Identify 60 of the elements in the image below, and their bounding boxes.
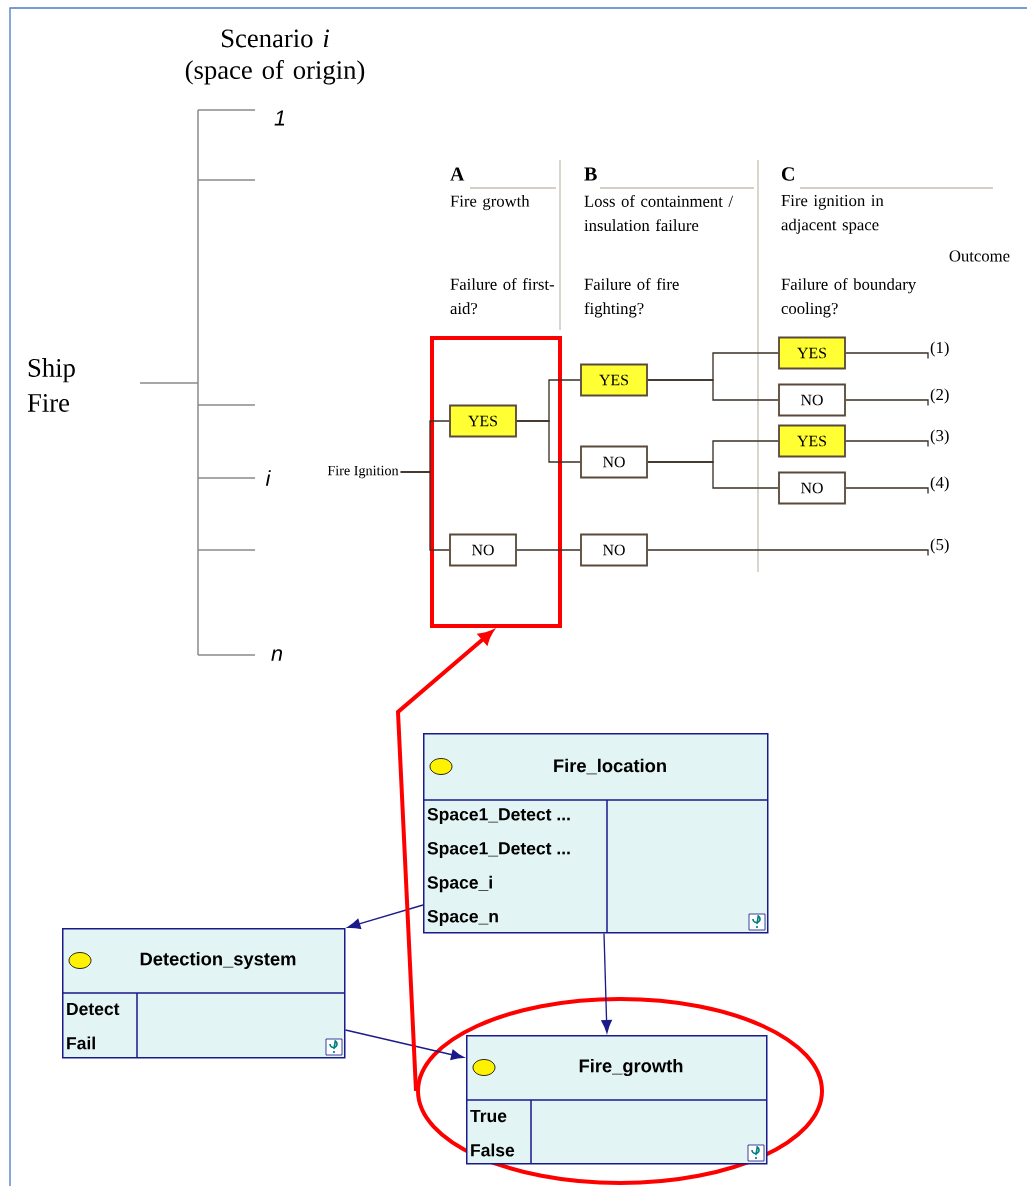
state-label: Space1_Detect ...: [427, 842, 570, 858]
highlight-frame: [430, 336, 562, 628]
answer-box: YES: [778, 424, 846, 458]
node-title: Detection_system: [140, 951, 296, 970]
column-question: Failure of first-aid?: [450, 278, 554, 315]
answer-box: YES: [580, 363, 648, 397]
branch-line: [647, 461, 779, 489]
answer-box: NO: [449, 533, 517, 567]
branch-label: i: [265, 470, 271, 486]
branch-line: [647, 379, 779, 401]
branch-label: 1: [274, 110, 285, 126]
axis-heading: Scenario i (space of origin): [185, 29, 365, 85]
outcome-label: (3): [930, 429, 949, 445]
column-question: Failure of fire fighting?: [584, 278, 679, 318]
arrow: [347, 904, 424, 930]
state-label: Detect: [67, 1002, 120, 1016]
branch-line: [399, 471, 450, 551]
column-letter: A: [450, 167, 465, 181]
network-node: [465, 1035, 768, 1165]
answer-box: YES: [449, 404, 517, 438]
answer-box: NO: [778, 471, 846, 505]
state-label: Space_i: [427, 875, 492, 893]
state-label: Space1_Detect ...: [427, 808, 570, 824]
answer-box: YES: [778, 336, 846, 370]
arrow: [395, 630, 494, 1092]
column-heading: Loss of containment / insulation failure: [584, 195, 734, 232]
arrow: [344, 1029, 465, 1060]
arrow: [601, 932, 612, 1034]
state-label: Space_n: [427, 910, 498, 926]
outcome-label: (4): [930, 476, 949, 492]
state-label: Fail: [67, 1036, 95, 1050]
column-question: Failure of boundary cooling?: [781, 278, 917, 318]
node-title: Fire_location: [554, 758, 666, 775]
network-node: [422, 733, 769, 934]
column-letter: B: [584, 167, 597, 181]
start-label: Fire Ignition: [327, 465, 399, 479]
outcome-label: (2): [930, 388, 949, 404]
branch-line: [845, 487, 929, 495]
answer-box: NO: [580, 533, 648, 567]
outcome-label: (1): [930, 341, 949, 357]
branch-line: [516, 549, 581, 551]
outcome-label: (5): [930, 538, 949, 554]
branch-line: [845, 440, 929, 448]
highlight-ellipse: [416, 997, 824, 1185]
column-heading: Fire growth: [450, 195, 530, 211]
answer-box: NO: [580, 445, 648, 479]
branch-line: [647, 549, 929, 557]
node-title: Fire_growth: [579, 1058, 683, 1077]
network-node: [61, 928, 346, 1059]
branch-label: n: [271, 649, 283, 661]
column-heading: Fire ignition in adjacent space: [781, 195, 884, 234]
state-label: False: [471, 1143, 515, 1157]
answer-box: NO: [778, 383, 846, 417]
column-letter: C: [781, 167, 794, 181]
branch-line: [516, 420, 581, 463]
state-label: True: [470, 1109, 507, 1123]
column-heading: Outcome: [949, 250, 1010, 262]
branch-line: [845, 399, 929, 407]
root-label: Ship Fire: [27, 358, 75, 412]
branch-line: [845, 352, 929, 360]
